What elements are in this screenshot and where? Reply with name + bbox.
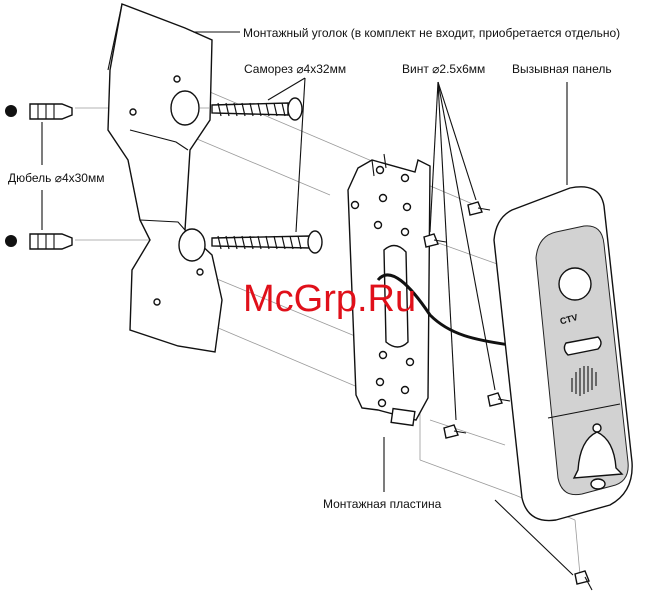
watermark: McGrp.Ru xyxy=(243,279,416,319)
bolt-label: Винт ⌀2.5x6мм xyxy=(402,62,485,76)
bolt-2 xyxy=(424,234,446,247)
bolt-bottom xyxy=(575,571,592,590)
dowel-bottom xyxy=(5,234,72,249)
call-panel-label: Вызывная панель xyxy=(512,62,612,76)
dowel-label: Дюбель ⌀4x30мм xyxy=(8,171,104,185)
dowel-top xyxy=(5,104,72,119)
bolt-1 xyxy=(468,202,490,215)
bolt-4 xyxy=(444,425,466,438)
call-panel: CTV xyxy=(494,187,632,521)
mounting-corner-bracket xyxy=(108,4,222,352)
mounting-corner-label: Монтажный уголок (в комплект не входит, … xyxy=(243,26,620,40)
self-tapping-screw-bottom xyxy=(212,231,322,253)
mounting-plate-label: Монтажная пластина xyxy=(323,497,441,511)
bolt-3 xyxy=(488,393,510,406)
bolt-leaders xyxy=(430,82,495,420)
self-tapping-screw-top xyxy=(200,98,302,120)
self-tapping-screw-label: Саморез ⌀4x32мм xyxy=(244,62,346,76)
